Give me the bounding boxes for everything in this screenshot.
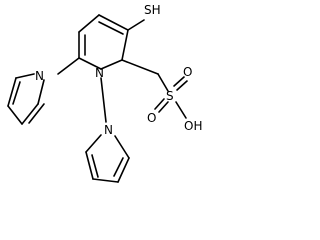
bond [7,105,23,125]
bond [117,157,130,183]
atom-labels: SH N N N S O O OH [35,3,202,137]
bond [100,77,107,123]
bond [28,103,45,124]
bond [7,77,17,107]
bond [57,57,80,75]
bond [92,178,119,183]
bond [85,134,102,153]
bond [12,81,21,105]
bond [121,59,159,75]
chemical-structure-diagram: SH N N N S O O OH [7,3,202,183]
bond [114,135,130,159]
bond [91,154,99,178]
bond [98,21,124,35]
bond [100,59,123,70]
bond [154,98,165,110]
bond [175,101,187,119]
atom-label-n-center: N [95,66,104,80]
bond [121,29,129,61]
atom-label-o-top: O [183,65,192,79]
bonds [7,14,188,183]
bond [173,76,185,87]
bond [98,14,129,31]
bond [127,19,145,31]
atom-label-sh: SH [144,3,161,17]
atom-label-n-bottom: N [104,123,113,137]
bond [15,73,35,79]
bond [78,14,100,33]
atom-label-oh: OH [184,119,202,133]
bond [85,151,94,180]
bond [37,79,45,105]
atom-label-n-left: N [35,69,44,83]
atom-label-s-sulfonyl: S [166,89,174,103]
bond [78,57,102,70]
bond [158,101,169,113]
atom-label-o-bottom: O [147,111,156,125]
bond [21,103,39,125]
bond [157,73,169,92]
bond [113,157,124,177]
bond [176,80,188,91]
